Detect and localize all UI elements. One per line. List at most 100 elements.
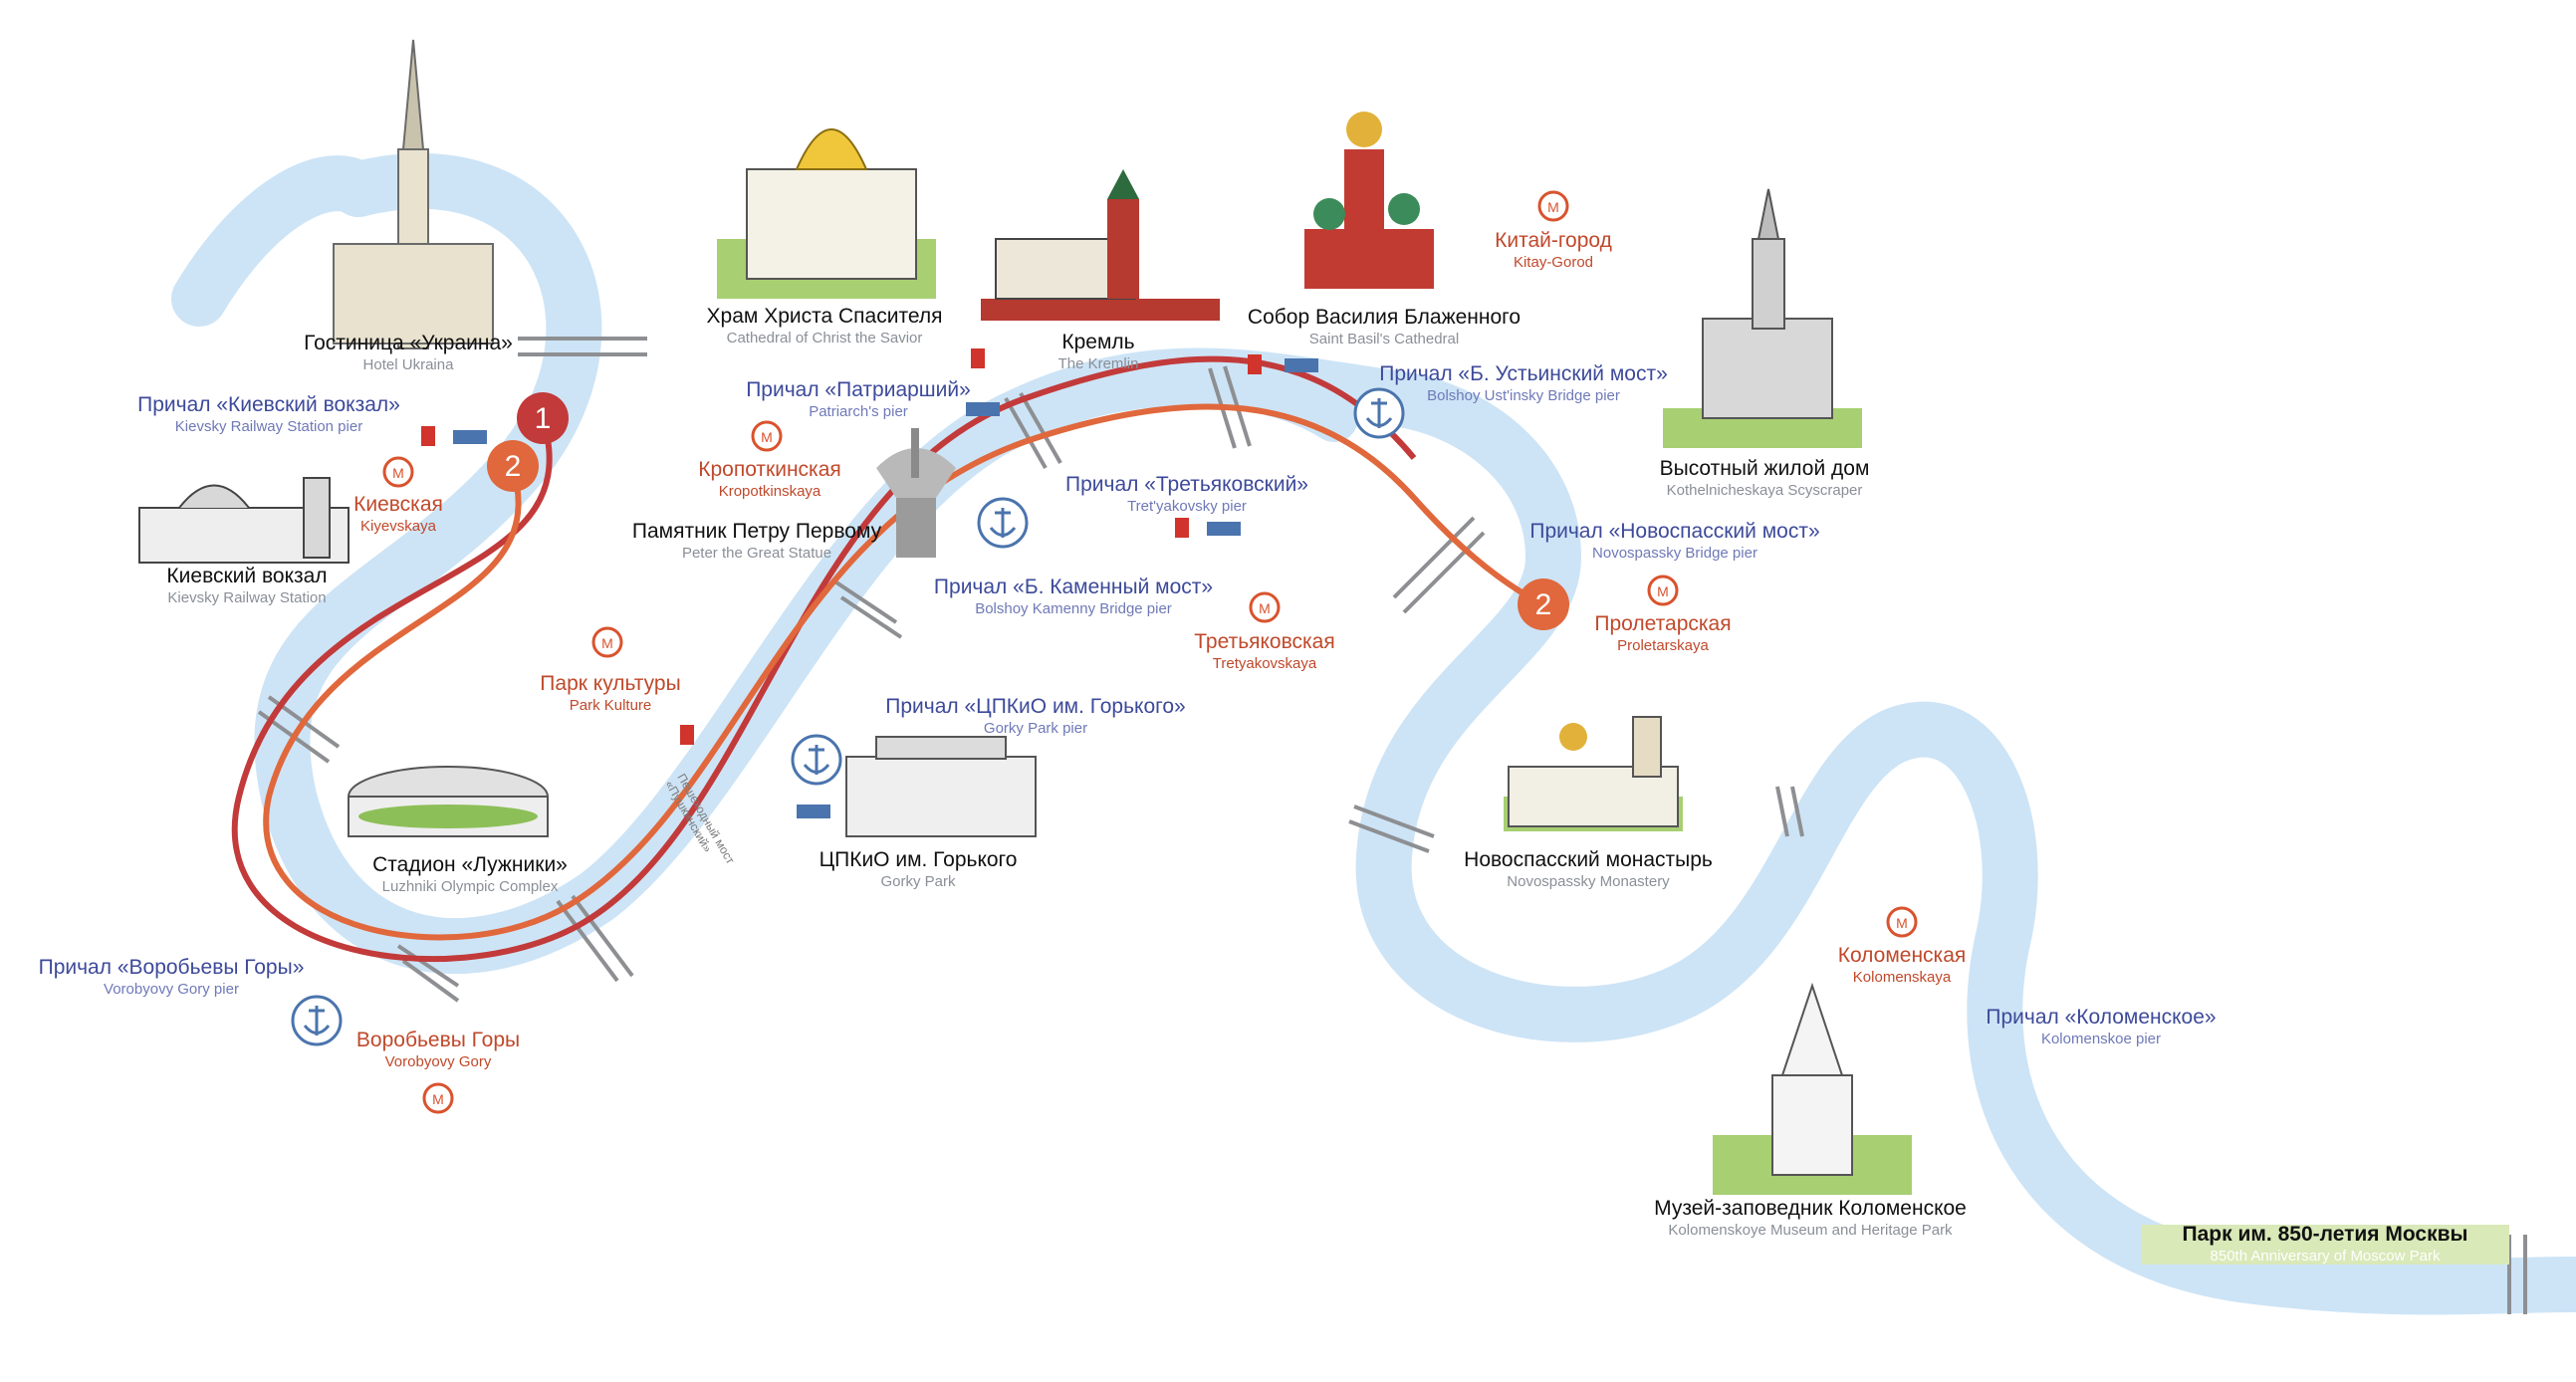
metro-en: Vorobyovy Gory: [384, 1052, 492, 1070]
landmark-ru: Памятник Петру Первому: [631, 520, 882, 543]
metro-ru: Кропоткинская: [698, 458, 841, 481]
svg-text:M: M: [601, 635, 613, 651]
metro-icon-tretyakovskaya[interactable]: M: [1249, 591, 1281, 623]
landmark-en: Saint Basil's Cathedral: [1308, 330, 1460, 347]
metro-ru: Коломенская: [1837, 944, 1967, 967]
route-badge-2-east: 2: [1518, 578, 1569, 630]
metro-en: Kiyevskaya: [360, 517, 436, 535]
bus-boat-transfer-icon: [421, 348, 1318, 818]
metro-en: Kolomenskaya: [1852, 968, 1952, 986]
route-2-line: [263, 403, 1540, 941]
route-badge-1: 1: [517, 392, 569, 444]
route-1-number: 1: [535, 402, 552, 435]
svg-text:M: M: [761, 429, 773, 445]
pier-ru: Причал «Б. Устьинский мост»: [1379, 362, 1668, 385]
metro-en: Park Kulture: [569, 696, 652, 714]
label-hotel-ukraina: Гостиница «Украина»Hotel Ukraina: [304, 332, 513, 373]
pier-bkamenny[interactable]: Причал «Б. Каменный мост»Bolshoy Kamenny…: [934, 576, 1213, 617]
metro-icon-kolomenskaya[interactable]: M: [1886, 906, 1918, 938]
landmark-en: Cathedral of Christ the Savior: [726, 329, 923, 346]
pier-en: Tret'yakovsky pier: [1127, 497, 1247, 515]
metro-icon-kropotkinskaya[interactable]: M: [751, 420, 783, 452]
pier-en: Gorky Park pier: [983, 719, 1088, 737]
metro-en: Kropotkinskaya: [718, 482, 821, 500]
kremlin-icon: [981, 169, 1220, 321]
metro-ru: Воробьевы Горы: [355, 1029, 521, 1051]
route-1-line: [231, 355, 1417, 962]
route-badge-2: 2: [487, 440, 539, 492]
metro-icon-proletarskaya[interactable]: M: [1647, 575, 1679, 606]
onion-dome-icon: [1304, 112, 1434, 289]
park850-en: 850th Anniversary of Moscow Park: [2210, 1247, 2441, 1265]
pier-novospassky[interactable]: Причал «Новоспасский мост»Novospassky Br…: [1529, 520, 1819, 562]
park-gate-icon: [845, 736, 1037, 837]
pier-kolomenskoe[interactable]: Причал «Коломенское»Kolomenskoe pier: [1986, 1006, 2216, 1047]
anchor-icon-bkamenny[interactable]: [977, 497, 1029, 549]
pier-en: Kievsky Railway Station pier: [174, 417, 363, 435]
pier-patriarshy[interactable]: Причал «Патриарший»Patriarch's pier: [746, 378, 971, 420]
pier-en: Novospassky Bridge pier: [1592, 544, 1757, 562]
anchor-icon-vorobyovy[interactable]: [291, 995, 343, 1046]
svg-text:M: M: [392, 465, 404, 481]
pier-en: Vorobyovy Gory pier: [104, 980, 239, 998]
moskva-river: [254, 152, 2576, 1315]
pier-gorky[interactable]: Причал «ЦПКиО им. Горького»Gorky Park pi…: [885, 695, 1185, 737]
anchor-icon-gorky[interactable]: [791, 734, 842, 786]
landmark-ru: Храм Христа Спасителя: [706, 305, 943, 328]
landmark-en: Hotel Ukraina: [362, 355, 454, 373]
pier-tretyakovsky[interactable]: Причал «Третьяковский»Tret'yakovsky pier: [1065, 473, 1308, 515]
statue-icon: [876, 428, 956, 558]
pier-vorobyovy[interactable]: Причал «Воробьевы Горы»Vorobyovy Gory pi…: [39, 956, 305, 998]
anchor-icon-bustinsky[interactable]: [1353, 387, 1405, 439]
park850-ru: Парк им. 850-летия Москвы: [2182, 1223, 2468, 1246]
pier-ru: Причал «Б. Каменный мост»: [933, 576, 1214, 598]
pier-ru: Причал «Третьяковский»: [1065, 473, 1308, 496]
landmark-ru: Высотный жилой дом: [1659, 457, 1870, 480]
pier-en: Bolshoy Ust'insky Bridge pier: [1427, 386, 1620, 404]
monastery-icon: [1504, 716, 1683, 831]
skyscraper-icon: [333, 39, 494, 349]
pier-ru: Причал «Воробьевы Горы»: [38, 956, 305, 979]
pier-bustinsky[interactable]: Причал «Б. Устьинский мост»Bolshoy Ust'i…: [1379, 362, 1668, 404]
metro-ru: Киевская: [353, 493, 443, 516]
park850-strip: [2141, 1225, 2509, 1265]
pier-en: Patriarch's pier: [809, 402, 908, 420]
landmark-en: The Kremlin: [1057, 354, 1139, 372]
landmark-en: Kothelnicheskaya Scyscraper: [1666, 481, 1863, 499]
route-2-number-east: 2: [1535, 588, 1552, 621]
svg-text:M: M: [1547, 199, 1559, 215]
metro-icon-vorobyovygory[interactable]: M: [422, 1082, 454, 1114]
svg-text:M: M: [1259, 600, 1271, 616]
landmark-en: Gorky Park: [880, 872, 956, 890]
metro-icon-kitaygorod[interactable]: M: [1537, 190, 1569, 222]
pier-en: Bolshoy Kamenny Bridge pier: [975, 599, 1172, 617]
metro-icon-kiyevskaya[interactable]: M: [382, 456, 414, 488]
church-icon: [1713, 982, 1912, 1195]
pier-kievsky[interactable]: Причал «Киевский вокзал»Kievsky Railway …: [137, 393, 400, 435]
metro-en: Proletarskaya: [1617, 636, 1709, 654]
landmark-ru: Музей-заповедник Коломенское: [1654, 1197, 1967, 1220]
svg-text:M: M: [432, 1091, 444, 1107]
metro-icon-parkkultury[interactable]: M: [591, 626, 623, 658]
pier-ru: Причал «Новоспасский мост»: [1529, 520, 1820, 543]
landmark-ru: Кремль: [1061, 331, 1135, 353]
landmark-ru: Киевский вокзал: [166, 565, 328, 587]
landmark-en: Luzhniki Olympic Complex: [381, 877, 559, 895]
landmark-en: Kievsky Railway Station: [167, 588, 327, 606]
